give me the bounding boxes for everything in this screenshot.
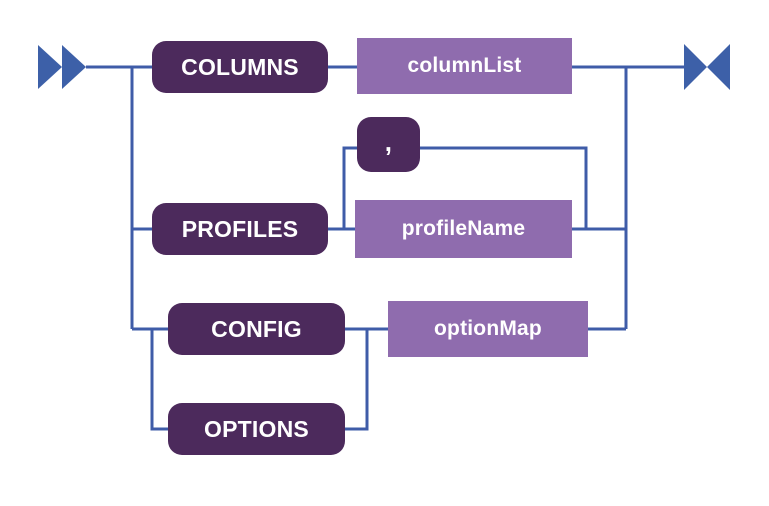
node-options[interactable]: OPTIONS [168, 403, 345, 455]
node-option-map[interactable]: optionMap [388, 301, 588, 357]
end-marker-icon [684, 44, 730, 90]
node-profiles[interactable]: PROFILES [152, 203, 328, 255]
rail-profilename-loop [342, 146, 588, 229]
rail-options-join [345, 329, 369, 431]
node-profiles-label: PROFILES [181, 215, 299, 242]
node-column-list-label: columnList [407, 54, 522, 77]
node-comma[interactable]: , [357, 117, 420, 172]
rail-spine-options [150, 329, 168, 431]
node-columns[interactable]: COLUMNS [152, 41, 328, 93]
node-columns-label: COLUMNS [181, 53, 299, 80]
node-comma-label: , [384, 127, 393, 157]
node-config[interactable]: CONFIG [168, 303, 345, 355]
node-options-label: OPTIONS [204, 415, 309, 442]
node-column-list[interactable]: columnList [357, 38, 572, 94]
start-marker-icon [38, 45, 86, 89]
node-option-map-label: optionMap [434, 317, 542, 340]
node-profile-name-label: profileName [401, 217, 526, 240]
node-profile-name[interactable]: profileName [355, 200, 572, 258]
node-config-label: CONFIG [211, 315, 302, 342]
